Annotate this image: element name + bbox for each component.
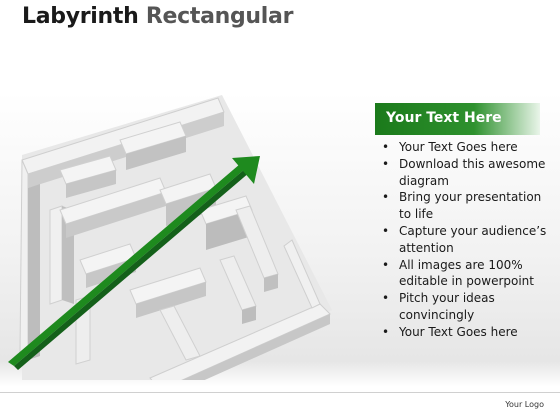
logo-placeholder: Your Logo	[505, 400, 544, 409]
bullet-item: Pitch your ideas convincingly	[380, 290, 552, 324]
green-arrow	[8, 156, 260, 370]
footer-divider	[0, 392, 560, 393]
text-panel-header: Your Text Here	[375, 103, 540, 135]
slide-title: Labyrinth Rectangular	[22, 4, 293, 29]
bullet-list: Your Text Goes here Download this awesom…	[380, 139, 552, 341]
bullet-item: Your Text Goes here	[380, 324, 552, 341]
title-labyrinth: Labyrinth	[22, 4, 139, 29]
labyrinth-illustration	[8, 95, 332, 380]
title-rectangular: Rectangular	[145, 4, 294, 29]
bullet-item: Your Text Goes here	[380, 139, 552, 156]
bullet-item: Download this awesome diagram	[380, 156, 552, 190]
bullet-item: Bring your presentation to life	[380, 189, 552, 223]
bullet-item: Capture your audience’s attention	[380, 223, 552, 257]
text-panel-header-label: Your Text Here	[386, 110, 502, 126]
bullet-item: All images are 100% editable in powerpoi…	[380, 257, 552, 291]
